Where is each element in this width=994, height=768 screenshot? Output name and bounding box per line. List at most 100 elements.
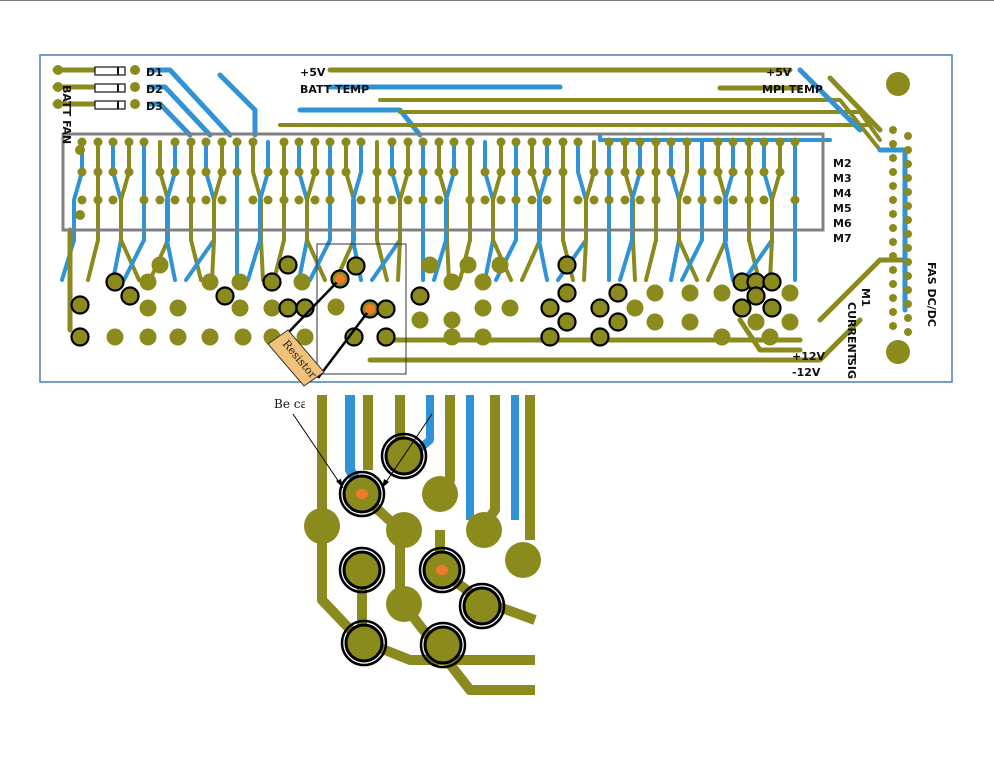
connector-pad	[904, 258, 912, 266]
connector-pad	[904, 244, 912, 252]
trace	[119, 238, 141, 282]
header-pad	[93, 167, 103, 177]
header-pad	[356, 195, 366, 205]
connector-pad	[889, 280, 897, 288]
header-pad	[387, 137, 397, 147]
diode-pad	[130, 99, 140, 109]
socket-pad	[747, 313, 765, 331]
module-label-m6: M6	[833, 217, 852, 230]
connector-pad	[904, 328, 912, 336]
socket-pad	[234, 328, 252, 346]
header-pad	[511, 167, 521, 177]
header-pad	[759, 167, 769, 177]
side-pad	[75, 210, 85, 220]
connector-pad	[889, 294, 897, 302]
header-pad	[356, 137, 366, 147]
socket-pad	[201, 328, 219, 346]
zoom-inset	[304, 388, 541, 706]
header-pad	[589, 195, 599, 205]
header-pad	[294, 195, 304, 205]
header-pad	[387, 195, 397, 205]
trace	[119, 140, 131, 242]
trace	[396, 238, 402, 282]
header-pad	[434, 137, 444, 147]
trace	[520, 238, 542, 282]
header-pad	[635, 195, 645, 205]
socket-pad	[590, 298, 610, 318]
plus5v-label-right: +5V	[766, 66, 792, 79]
socket-pad	[201, 273, 219, 291]
sig-label: SIG	[845, 358, 858, 379]
header-pad	[465, 137, 475, 147]
inset-pad-ring	[338, 470, 386, 518]
socket-pad	[169, 299, 187, 317]
socket-pad	[120, 286, 140, 306]
inset-pad	[342, 550, 382, 590]
socket-pad	[376, 299, 396, 319]
inset-pad-ring	[458, 582, 506, 630]
connector-pad	[889, 224, 897, 232]
plus5v-label-left: +5V	[300, 66, 326, 79]
diode-pad	[53, 99, 63, 109]
socket-pad	[139, 328, 157, 346]
header-pad	[310, 167, 320, 177]
trace	[258, 140, 270, 242]
inset-pad-ring	[418, 546, 466, 594]
header-pad	[527, 195, 537, 205]
socket-pad	[327, 298, 345, 316]
header-pad	[186, 167, 196, 177]
trace	[723, 140, 735, 242]
socket-pad	[443, 328, 461, 346]
header-pad	[775, 137, 785, 147]
header-pad	[310, 137, 320, 147]
connector-pad	[904, 160, 912, 168]
connector-pad	[904, 314, 912, 322]
trace	[631, 238, 637, 282]
inset-pad	[386, 512, 422, 548]
header-pad	[651, 167, 661, 177]
header-pad	[232, 137, 242, 147]
trace	[308, 238, 332, 282]
highlight-pad-1	[335, 274, 345, 284]
header-pad	[263, 195, 273, 205]
inset-pad-ring	[419, 621, 467, 669]
socket-pad	[608, 312, 628, 332]
header-pad	[279, 195, 289, 205]
socket-pad	[376, 327, 396, 347]
socket-pad	[762, 272, 782, 292]
socket-pad	[459, 256, 477, 274]
inset-pad-ring	[380, 432, 428, 480]
socket-pad	[557, 255, 577, 275]
header-pad	[713, 167, 723, 177]
header-pad	[759, 195, 769, 205]
header-pad	[403, 167, 413, 177]
trace	[644, 238, 658, 282]
module-label-m3: M3	[833, 172, 852, 185]
connector-pad	[904, 146, 912, 154]
connector-pad	[889, 140, 897, 148]
header-pad	[418, 137, 428, 147]
inset-pad-ring	[338, 546, 386, 594]
trace	[723, 238, 735, 282]
header-pad	[108, 167, 118, 177]
header-pad	[697, 195, 707, 205]
m1-label: M1	[859, 288, 872, 307]
header-pad	[620, 195, 630, 205]
connector-pad	[889, 252, 897, 260]
header-pad	[403, 195, 413, 205]
connector-pad	[904, 272, 912, 280]
socket-pad	[346, 256, 366, 276]
header-pad	[232, 167, 242, 177]
trace	[827, 75, 883, 133]
warning-arrows	[292, 413, 433, 489]
header-pad	[294, 137, 304, 147]
header-pad	[77, 167, 87, 177]
trace	[491, 140, 503, 242]
connector-pad	[904, 230, 912, 238]
header-pad	[124, 167, 134, 177]
current-label: CURRENT	[845, 302, 858, 361]
highlight-pad-2	[365, 304, 375, 314]
header-pad	[403, 137, 413, 147]
header-pad	[573, 137, 583, 147]
plus12v-label: +12V	[792, 350, 826, 363]
